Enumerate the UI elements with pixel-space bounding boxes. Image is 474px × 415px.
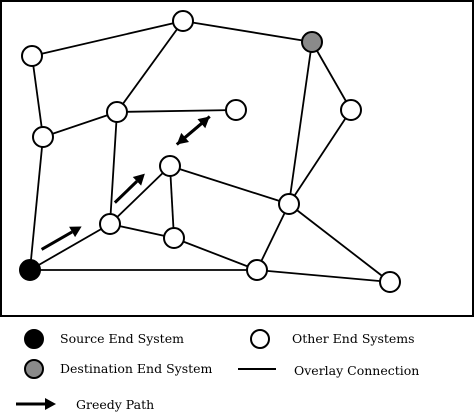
other-end-system-n11 xyxy=(163,227,185,249)
overlay-connection-n7-n9 xyxy=(288,109,352,205)
legend-greedy-label: Greedy Path xyxy=(76,397,154,412)
end-systems xyxy=(19,10,401,293)
legend: Source End System Destination End System… xyxy=(16,329,419,412)
other-end-system-n10 xyxy=(99,213,121,235)
greedy-arrow-n12-n10 xyxy=(40,226,82,251)
overlay-connection-n5-n12 xyxy=(29,136,44,271)
other-end-system-n4 xyxy=(106,101,128,123)
greedy-arrow-return-n6-n8 xyxy=(176,115,211,145)
legend-greedy-arrow xyxy=(16,398,56,410)
overlay-connections xyxy=(29,20,391,283)
overlay-connection-n3-n9 xyxy=(288,41,313,205)
legend-source-marker xyxy=(24,329,44,349)
other-end-system-n9 xyxy=(278,193,300,215)
other-end-system-n6 xyxy=(225,99,247,121)
overlay-connection-n12-n10 xyxy=(29,223,111,271)
overlay-connection-n9-n14 xyxy=(288,203,391,283)
overlay-connection-n8-n10 xyxy=(109,165,171,225)
overlay-connection-n11-n13 xyxy=(173,237,258,271)
other-end-system-n13 xyxy=(246,259,268,281)
legend-source-label: Source End System xyxy=(60,331,184,346)
legend-other-marker xyxy=(250,329,270,349)
greedy-path-arrows xyxy=(40,115,211,251)
overlay-connection-n4-n6 xyxy=(116,109,237,113)
overlay-connection-n4-n5 xyxy=(42,111,118,138)
overlay-connection-n2-n3 xyxy=(182,20,313,43)
other-end-system-n7 xyxy=(340,99,362,121)
overlay-connection-n8-n11 xyxy=(169,165,175,239)
other-end-system-n2 xyxy=(172,10,194,32)
other-end-system-n1 xyxy=(21,45,43,67)
overlay-connection-n8-n9 xyxy=(169,165,290,205)
other-end-system-n5 xyxy=(32,126,54,148)
overlay-connection-n1-n2 xyxy=(31,20,184,57)
other-end-system-n14 xyxy=(379,271,401,293)
source-end-system-n12 xyxy=(19,259,41,281)
overlay-connection-n2-n4 xyxy=(116,20,184,113)
legend-overlay-label: Overlay Connection xyxy=(294,363,419,378)
overlay-connection-n9-n13 xyxy=(256,203,290,271)
network-frame xyxy=(0,0,474,317)
overlay-connection-n3-n7 xyxy=(311,41,352,111)
overlay-connection-n13-n14 xyxy=(256,269,391,283)
destination-end-system-n3 xyxy=(301,31,323,53)
legend-destination-label: Destination End System xyxy=(60,361,213,376)
legend-destination-marker xyxy=(24,359,44,379)
other-end-system-n8 xyxy=(159,155,181,177)
greedy-arrow-n10-n8 xyxy=(113,173,145,204)
overlay-connection-n1-n5 xyxy=(31,55,44,138)
legend-other-label: Other End Systems xyxy=(292,331,415,346)
overlay-connection-n4-n10 xyxy=(109,111,118,225)
